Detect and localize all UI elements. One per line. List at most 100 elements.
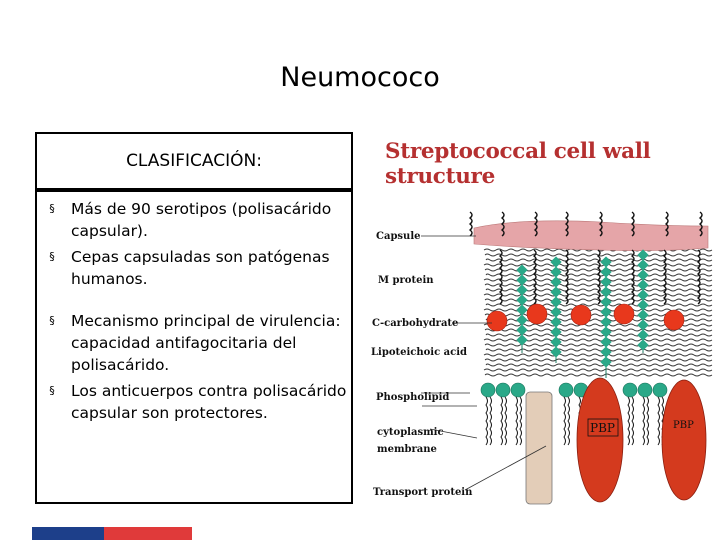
phospholipid-head [622,382,638,398]
list-item: § Más de 90 serotipos (polisacárido caps… [41,198,347,242]
page-title: Neumococo [280,62,440,93]
label-phospholipid: Phospholipid [376,392,449,403]
polysaccharide-coil [630,249,635,305]
wall-line [485,258,713,262]
cell-wall-diagram: PBP PBP Capsule M protein C-carbohydrate… [371,211,713,505]
pbp-label-1: PBP [590,421,615,435]
phospholipid-head [480,382,496,398]
chain-bead [600,346,612,358]
wall-line [483,263,713,267]
wall-line [483,368,713,372]
cytoplasmic-membrane [480,382,668,446]
label-capsule: Capsule [376,231,421,242]
polysaccharide-coil [596,249,601,305]
chain-bead [550,326,562,338]
chain-bead [600,276,612,288]
phospholipid-tail [657,396,660,446]
phospholipid-tail [500,396,503,446]
capsule-squiggle [500,211,505,237]
chain-bead [637,299,649,311]
chain-bead [637,309,649,321]
phospholipid-tail [489,396,492,446]
chain-bead [600,306,612,318]
bullet-marker: § [49,384,55,397]
c-carbohydrate-dot [613,303,635,325]
phospholipid-tail [485,396,488,446]
chain-bead [637,279,649,291]
wall-line [485,363,713,367]
wall-line [485,348,713,352]
diagram-title: Streptococcal cell wall structure [385,139,651,189]
chain-bead [516,294,528,306]
phospholipid-tail [627,396,630,446]
pbp-ellipse-1 [576,377,624,503]
phospholipid-tail [567,396,570,446]
chain-bead [637,259,649,271]
bullet-text: Mecanismo principal de virulencia: capac… [71,312,341,374]
chain-bead [550,336,562,348]
classification-heading: CLASIFICACIÓN: [37,134,351,192]
polysaccharide-coil [532,249,537,305]
phospholipid-tail [504,396,507,446]
label-cytoplasmic: cytoplasmic [377,427,444,438]
chain-bead [516,274,528,286]
chain-bead [637,339,649,351]
chain-bead [600,286,612,298]
chain-bead [516,264,528,276]
phospholipid-head [558,382,574,398]
classification-box: CLASIFICACIÓN: § Más de 90 serotipos (po… [35,132,353,504]
chain-bead [600,296,612,308]
phospholipid-tail [646,396,649,446]
polysaccharide-coil [498,249,503,305]
chain-bead [516,314,528,326]
phospholipid-tail [515,396,518,446]
capsule-squiggle [564,211,569,237]
capsule-squiggle [630,211,635,237]
chain-bead [550,276,562,288]
wall-line [483,353,713,357]
phospholipid-tail [519,396,522,446]
wall-line [484,373,713,377]
bullet-marker: § [49,314,55,327]
chain-bead [550,306,562,318]
chain-bead [600,316,612,328]
label-transport-protein: Transport protein [373,487,473,498]
polysaccharide-coil [564,249,569,305]
list-item: § Los anticuerpos contra polisacárido ca… [41,380,347,424]
label-m-protein: M protein [378,275,434,286]
chain-bead [550,316,562,328]
capsule-polysaccharides [468,211,703,305]
chain-bead [550,346,562,358]
capsule-squiggle [533,211,538,237]
chain-bead [600,256,612,268]
c-carbohydrate-dot [526,303,548,325]
bullet-text: Más de 90 serotipos (polisacárido capsul… [71,200,332,240]
chain-bead [550,256,562,268]
list-item: § Cepas capsuladas son patógenas humanos… [41,246,347,290]
polysaccharide-coil [696,249,701,305]
label-c-carbohydrate: C-carbohydrate [372,318,458,329]
phospholipid-tail [631,396,634,446]
chain-bead [516,324,528,336]
c-carbohydrate-dot [663,309,685,331]
phospholipid-head [652,382,668,398]
phospholipid-tail [642,396,645,446]
footer-bar-red [104,527,192,540]
capsule-squiggle [468,211,473,237]
c-carbohydrate-dot [570,304,592,326]
chain-bead [550,266,562,278]
wall-line [484,253,713,257]
chain-bead [637,249,649,261]
transport-protein-shape [525,391,553,505]
wall-line [485,303,713,307]
bullet-text: Los anticuerpos contra polisacárido caps… [71,382,347,422]
phospholipid-head [637,382,653,398]
c-carbohydrate-dot [486,310,508,332]
capsule-squiggle [598,211,603,237]
chain-bead [637,329,649,341]
capsule-squiggle [698,211,703,237]
phospholipid-head [495,382,511,398]
wall-line [485,333,713,337]
chain-bead [600,266,612,278]
chain-bead [637,319,649,331]
